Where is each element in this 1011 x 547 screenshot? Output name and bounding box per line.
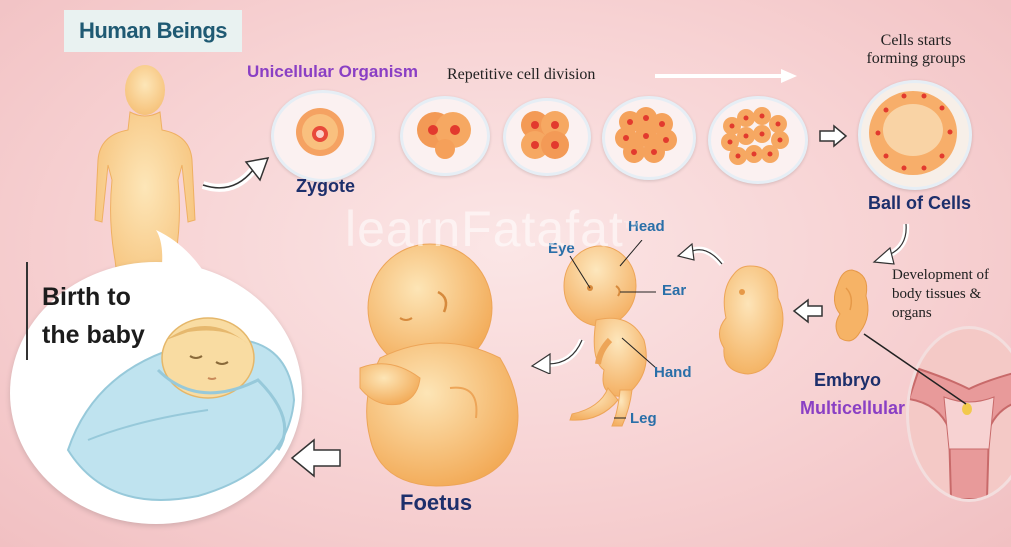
embryo-middle xyxy=(712,262,792,380)
curved-arrow-foetus-icon xyxy=(528,334,588,374)
watermark-tm: TM xyxy=(624,220,640,231)
development-line2: body tissues & xyxy=(892,285,989,304)
birth-divider xyxy=(26,262,28,360)
morula-stage xyxy=(718,104,794,170)
foetus-label: Foetus xyxy=(400,490,472,516)
page-title: Human Beings xyxy=(79,18,227,44)
curved-arrow-left-icon xyxy=(676,240,726,270)
unicellular-label: Unicellular Organism xyxy=(247,62,418,82)
development-label: Development of body tissues & organs xyxy=(892,266,989,323)
title-box: Human Beings xyxy=(64,10,242,52)
eight-cell-stage xyxy=(612,104,680,166)
multicellular-label: Multicellular xyxy=(800,398,905,419)
blastocyst xyxy=(866,88,960,178)
right-arrow-small-icon xyxy=(818,124,848,148)
hand-label: Hand xyxy=(654,364,692,381)
left-arrow-small-icon xyxy=(792,298,824,324)
curved-arrow-icon xyxy=(198,150,278,200)
cells-group-label: Cells starts forming groups xyxy=(866,32,966,68)
curved-arrow-down-icon xyxy=(868,220,918,270)
bubble-tail xyxy=(150,226,220,286)
watermark: learnFatafatTM xyxy=(345,200,640,258)
foetus xyxy=(340,238,530,488)
cells-group-line1: Cells starts xyxy=(866,32,966,50)
repetitive-label: Repetitive cell division xyxy=(447,66,595,84)
leg-label: Leg xyxy=(630,410,657,427)
four-cell-stage xyxy=(515,105,575,163)
development-line1: Development of xyxy=(892,266,989,285)
embryo-label: Embryo xyxy=(814,370,881,391)
watermark-text: learnFatafat xyxy=(345,201,624,257)
baby-illustration xyxy=(58,300,298,510)
ear-label: Ear xyxy=(662,282,686,299)
development-line3: organs xyxy=(892,304,989,323)
two-cell-stage xyxy=(413,105,473,163)
zygote-label: Zygote xyxy=(296,176,355,197)
right-arrow-icon xyxy=(655,66,800,86)
zygote-cell xyxy=(292,104,348,160)
cells-group-line2: forming groups xyxy=(866,50,966,68)
ball-of-cells-label: Ball of Cells xyxy=(868,193,971,214)
